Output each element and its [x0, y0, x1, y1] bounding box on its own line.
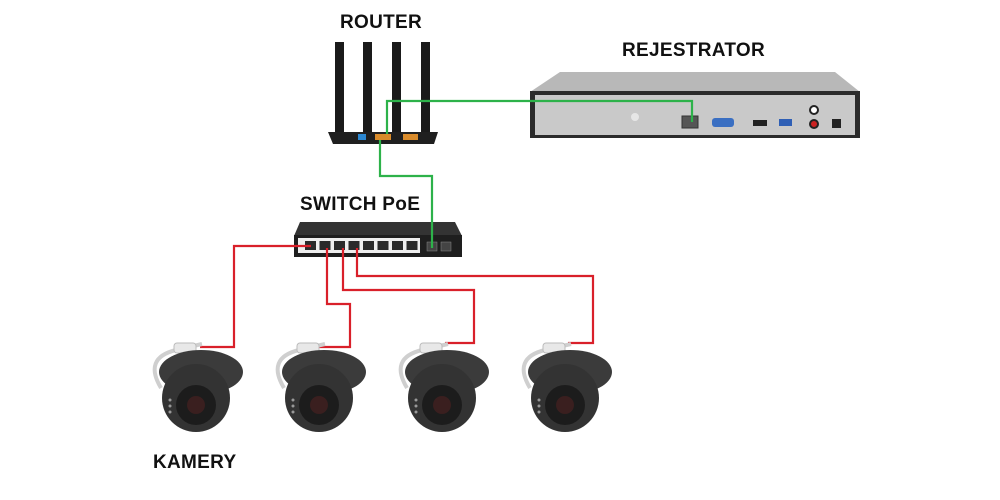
router-label: ROUTER: [340, 12, 423, 33]
cable-switch-camera-1: [200, 244, 311, 349]
camera-lens-icon: [187, 396, 205, 414]
camera-ir-led: [414, 398, 418, 402]
camera-4: [521, 342, 612, 432]
recorder-power-port: [832, 119, 841, 128]
camera-2: [275, 342, 366, 432]
switch-poe-port: [348, 241, 360, 250]
switch-poe-port: [363, 241, 374, 250]
switch-label: SWITCH PoE: [300, 194, 421, 215]
router-lan-port: [403, 134, 418, 140]
router-antenna: [363, 42, 372, 134]
poe-switch: [294, 222, 462, 257]
router-lan-port: [375, 134, 391, 140]
camera-1: [152, 342, 243, 432]
recorder: [530, 72, 860, 138]
router-antenna: [335, 42, 344, 134]
switch-poe-port: [392, 241, 403, 250]
camera-ir-led: [168, 410, 172, 414]
camera-lens-icon: [310, 396, 328, 414]
router-antenna: [421, 42, 430, 134]
recorder-lan-port: [681, 115, 699, 129]
camera-ir-led: [291, 410, 295, 414]
switch-top: [294, 222, 462, 236]
router-wan-port: [358, 134, 366, 140]
recorder-vga-port: [712, 118, 734, 127]
cable-switch-camera-4: [355, 248, 595, 345]
camera-ir-led: [168, 398, 172, 402]
camera-ir-led: [537, 398, 541, 402]
camera-3: [398, 342, 489, 432]
router-antenna: [392, 42, 401, 134]
switch-poe-port: [406, 241, 418, 250]
camera-lens-icon: [433, 396, 451, 414]
camera-ir-led: [414, 404, 418, 408]
recorder-audio-in-port: [809, 119, 819, 129]
recorder-top: [530, 72, 860, 92]
camera-ir-led: [291, 404, 295, 408]
router: [328, 42, 438, 144]
cable-router-switch: [378, 140, 434, 248]
cameras-label: KAMERY: [153, 452, 237, 473]
camera-ir-led: [291, 398, 295, 402]
recorder-logo-icon: [631, 113, 639, 121]
recorder-label: REJESTRATOR: [622, 40, 766, 61]
switch-poe-port: [319, 241, 331, 250]
recorder-hdmi-port: [753, 120, 767, 126]
switch-poe-port: [377, 241, 389, 250]
switch-uplink-port: [440, 241, 452, 252]
recorder-usb-port: [779, 119, 792, 126]
recorder-audio-out-port: [809, 105, 819, 115]
camera-ir-led: [537, 404, 541, 408]
camera-ir-led: [168, 404, 172, 408]
camera-ir-led: [414, 410, 418, 414]
camera-ir-led: [537, 410, 541, 414]
cable-router-recorder: [385, 99, 694, 134]
switch-poe-port: [334, 241, 345, 250]
cable-switch-camera-2: [318, 248, 352, 349]
camera-lens-icon: [556, 396, 574, 414]
cable-switch-camera-3: [341, 248, 476, 345]
